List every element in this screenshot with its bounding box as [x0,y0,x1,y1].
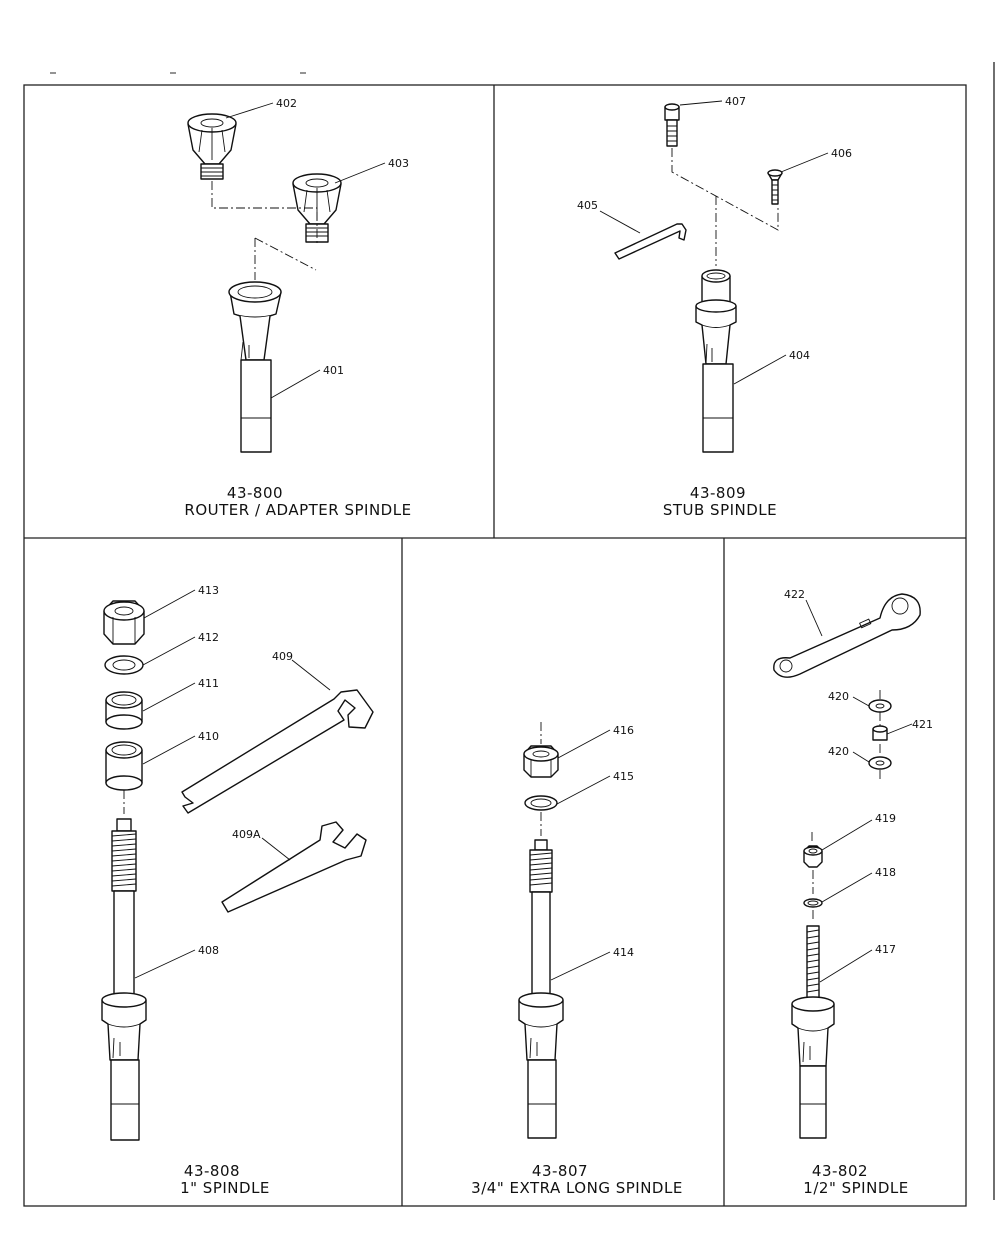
washer-420-bottom [868,756,892,770]
hex-nut-416 [523,745,559,778]
collet-403 [292,173,342,243]
bushing-421 [872,725,888,741]
callout-404: 404 [789,349,810,362]
panel-three-quarter-spindle: 416 415 414 43-807 3/4" EXTRA LONG SPIND… [471,722,683,1197]
callout-401: 401 [323,364,344,377]
hex-nut-419 [803,845,823,868]
panel-half-inch-spindle: 422 420 421 420 419 418 417 43-802 1/2" … [773,588,933,1197]
panel-code-43-808: 43-808 [184,1162,240,1180]
panel-title-43-800: ROUTER / ADAPTER SPINDLE [184,501,411,519]
callout-411: 411 [198,677,219,690]
spindle-414 [518,839,564,1139]
wrench-409 [181,689,374,814]
callouts-43-808: 413 412 411 410 409 409A 408 [134,584,331,979]
callouts-43-800: 402 403 401 [225,97,409,399]
callout-418: 418 [875,866,896,879]
panel-router-spindle: 402 403 401 43-800 ROUTER / ADAPTER SPIN… [184,97,411,519]
callout-412: 412 [198,631,219,644]
screw-406 [767,169,783,205]
wrench-409a [221,821,367,913]
washer-412 [104,655,144,675]
callout-406: 406 [831,147,852,160]
panel-stub-spindle: 407 406 405 404 43-809 STUB SPINDLE [577,95,852,519]
spindle-404 [695,269,737,453]
callout-413: 413 [198,584,219,597]
spacer-410 [105,741,143,791]
bearing-411 [105,691,143,730]
diagram-frame [23,62,995,1207]
callout-408: 408 [198,944,219,957]
callout-421: 421 [912,718,933,731]
callout-420-top: 420 [828,690,849,703]
hex-key-405 [614,223,687,260]
panel-title-43-809: STUB SPINDLE [663,501,777,519]
callout-405: 405 [577,199,598,212]
panel-code-43-809: 43-809 [690,484,746,502]
callout-402: 402 [276,97,297,110]
spindle-408 [101,818,147,1141]
callout-417: 417 [875,943,896,956]
hex-nut-413 [103,600,145,645]
spindle-417 [791,925,835,1139]
panel-title-43-808: 1" SPINDLE [180,1179,270,1197]
retaining-ring-415 [524,795,558,811]
callout-403: 403 [388,157,409,170]
callout-420-bottom: 420 [828,745,849,758]
panel-title-43-802: 1/2" SPINDLE [803,1179,908,1197]
retaining-ring-418 [803,898,823,908]
callout-414: 414 [613,946,634,959]
callout-409a: 409A [232,828,261,841]
spindle-401 [228,281,282,453]
screw-407 [664,103,680,147]
panel-code-43-807: 43-807 [532,1162,588,1180]
callout-419: 419 [875,812,896,825]
panel-one-inch-spindle: 413 412 411 410 409 409A 408 43-808 1" S… [101,584,374,1197]
callout-409: 409 [272,650,293,663]
spanner-wrench-422 [773,593,921,678]
callouts-43-809: 407 406 405 404 [577,95,852,385]
callouts-43-802: 422 420 421 420 419 418 417 [784,588,933,983]
callout-407: 407 [725,95,746,108]
callout-416: 416 [613,724,634,737]
callout-410: 410 [198,730,219,743]
callout-415: 415 [613,770,634,783]
callouts-43-807: 416 415 414 [550,724,634,981]
washer-420-top [868,699,892,713]
panel-code-43-800: 43-800 [227,484,283,502]
panel-code-43-802: 43-802 [812,1162,868,1180]
collet-402 [187,113,237,180]
callout-422: 422 [784,588,805,601]
panel-title-43-807: 3/4" EXTRA LONG SPINDLE [471,1179,683,1197]
